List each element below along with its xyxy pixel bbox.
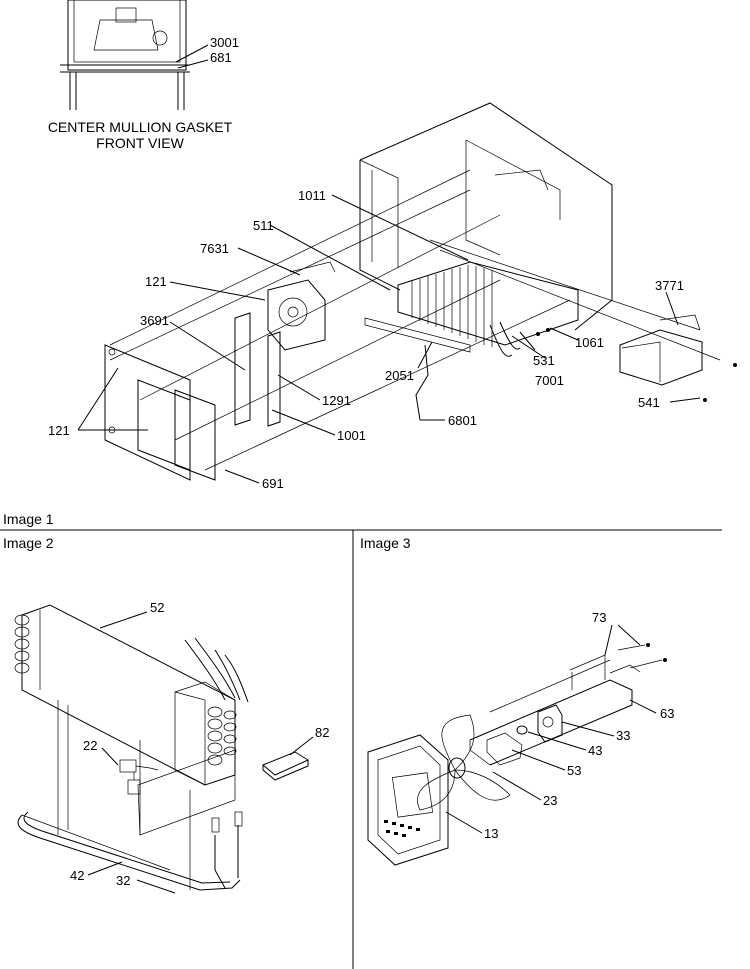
callout-681: 681 — [210, 50, 232, 65]
image3-title: Image 3 — [360, 535, 411, 551]
callout-32: 32 — [116, 873, 130, 888]
callout-511: 511 — [253, 218, 274, 233]
callout-3771: 3771 — [655, 278, 684, 293]
callout-82: 82 — [315, 725, 329, 740]
callout-2051: 2051 — [385, 368, 414, 383]
callout-42: 42 — [70, 868, 84, 883]
callout-121-top: 121 — [145, 274, 167, 289]
callout-63: 63 — [660, 706, 674, 721]
callout-1011: 1011 — [298, 188, 326, 203]
image3-fan-assembly: 73 63 33 43 53 23 13 — [367, 610, 674, 866]
callout-3001: 3001 — [210, 35, 239, 50]
callout-6801: 6801 — [448, 413, 477, 428]
callout-1061: 1061 — [575, 335, 604, 350]
gasket-caption-line2: FRONT VIEW — [96, 135, 184, 151]
callout-53: 53 — [567, 763, 581, 778]
callout-691: 691 — [262, 476, 284, 491]
callout-531: 531 — [533, 353, 555, 368]
callout-23: 23 — [543, 793, 557, 808]
gasket-caption-line1: CENTER MULLION GASKET — [48, 119, 233, 135]
image1-title: Image 1 — [3, 511, 54, 527]
callout-541: 541 — [638, 395, 660, 410]
callout-52: 52 — [150, 600, 164, 615]
callout-7631: 7631 — [200, 241, 229, 256]
callout-7001: 7001 — [535, 373, 564, 388]
callout-33: 33 — [616, 728, 630, 743]
center-mullion-gasket-view: 3001 681 CENTER MULLION GASKET FRONT VIE… — [48, 0, 239, 151]
callout-13: 13 — [484, 826, 498, 841]
callout-121-left: 121 — [48, 423, 70, 438]
callout-43: 43 — [588, 743, 602, 758]
image1-exploded-assembly: 1011 511 7631 121 3771 3691 1061 531 205… — [48, 102, 737, 491]
callout-3691: 3691 — [140, 313, 169, 328]
image2-title: Image 2 — [3, 535, 54, 551]
callout-1291: 1291 — [322, 393, 351, 408]
image2-evaporator-assembly: 52 82 22 42 32 — [14, 600, 329, 894]
callout-73: 73 — [592, 610, 606, 625]
callout-1001: 1001 — [337, 428, 366, 443]
callout-22: 22 — [83, 738, 97, 753]
